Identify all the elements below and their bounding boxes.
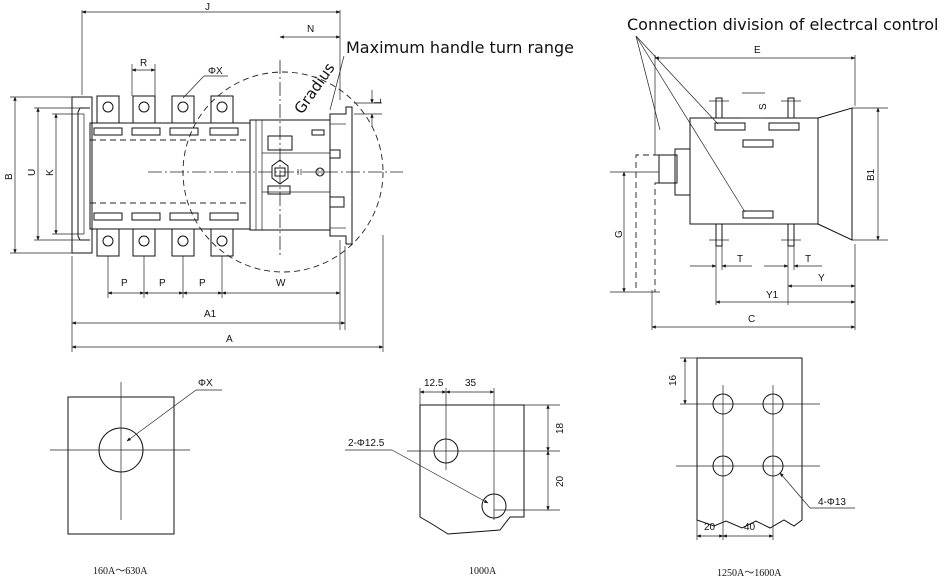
side-flare — [817, 107, 853, 241]
dim-P-3: P — [199, 278, 206, 289]
dim-PhiX: ΦX — [208, 66, 223, 77]
handle-range-title: Maximum handle turn range — [346, 38, 574, 57]
dim-A: A — [226, 334, 233, 345]
dim-K: K — [45, 169, 56, 176]
left-mount-plate — [71, 96, 93, 254]
dim-20-large: 20 — [704, 522, 716, 533]
left-handle — [77, 107, 90, 241]
dim-P-1: P — [121, 278, 128, 289]
detail-mid: 12.5 35 18 20 2-Φ12.5 1000A — [345, 378, 566, 577]
dim-18: 18 — [555, 422, 566, 434]
hole-label-large: 4-Φ13 — [818, 497, 846, 508]
hole-label-mid: 2-Φ12.5 — [348, 438, 385, 449]
dim-W: W — [276, 278, 286, 289]
dim-T-2: T — [805, 254, 811, 265]
dim-T-1: T — [737, 254, 743, 265]
dim-16: 16 — [668, 374, 679, 386]
detail-large: 16 20 40 4-Φ13 1250A～1600A — [668, 357, 855, 579]
dim-A1: A1 — [204, 309, 217, 320]
dim-40: 40 — [744, 522, 756, 533]
detail-small: ΦX 160A～630A — [50, 378, 222, 577]
dim-J: J — [205, 2, 210, 13]
phi-x-label: ΦX — [198, 378, 213, 389]
dim-20-mid: 20 — [555, 475, 566, 487]
top-terminals — [93, 95, 239, 136]
right-mount-plate — [329, 106, 353, 245]
radius-label: Gradius — [291, 59, 339, 117]
caption-large: 1250A～1600A — [717, 568, 782, 579]
dim-Y: Y — [818, 273, 825, 284]
dim-R: R — [140, 58, 147, 69]
dim-B: B — [4, 173, 15, 180]
caption-small: 160A～630A — [93, 566, 148, 577]
side-body — [689, 117, 819, 225]
dim-C: C — [748, 314, 755, 325]
dim-G: G — [614, 230, 625, 238]
caption-mid: 1000A — [469, 566, 497, 577]
dim-12-5: 12.5 — [424, 378, 444, 389]
front-view: J N R ΦX L B U K P P P — [4, 2, 574, 352]
dim-B1: B1 — [866, 168, 877, 181]
dim-S: S — [758, 103, 769, 110]
dim-35: 35 — [465, 378, 477, 389]
side-view: Connection division of electrcal control… — [610, 15, 938, 330]
dim-N: N — [307, 24, 314, 35]
dim-Y1: Y1 — [766, 290, 779, 301]
connection-title: Connection division of electrcal control — [627, 15, 938, 34]
dim-U: U — [27, 169, 38, 176]
dim-E: E — [754, 45, 761, 56]
dim-P-2: P — [159, 278, 166, 289]
bottom-terminals — [93, 212, 239, 257]
dim-L: L — [373, 98, 384, 104]
